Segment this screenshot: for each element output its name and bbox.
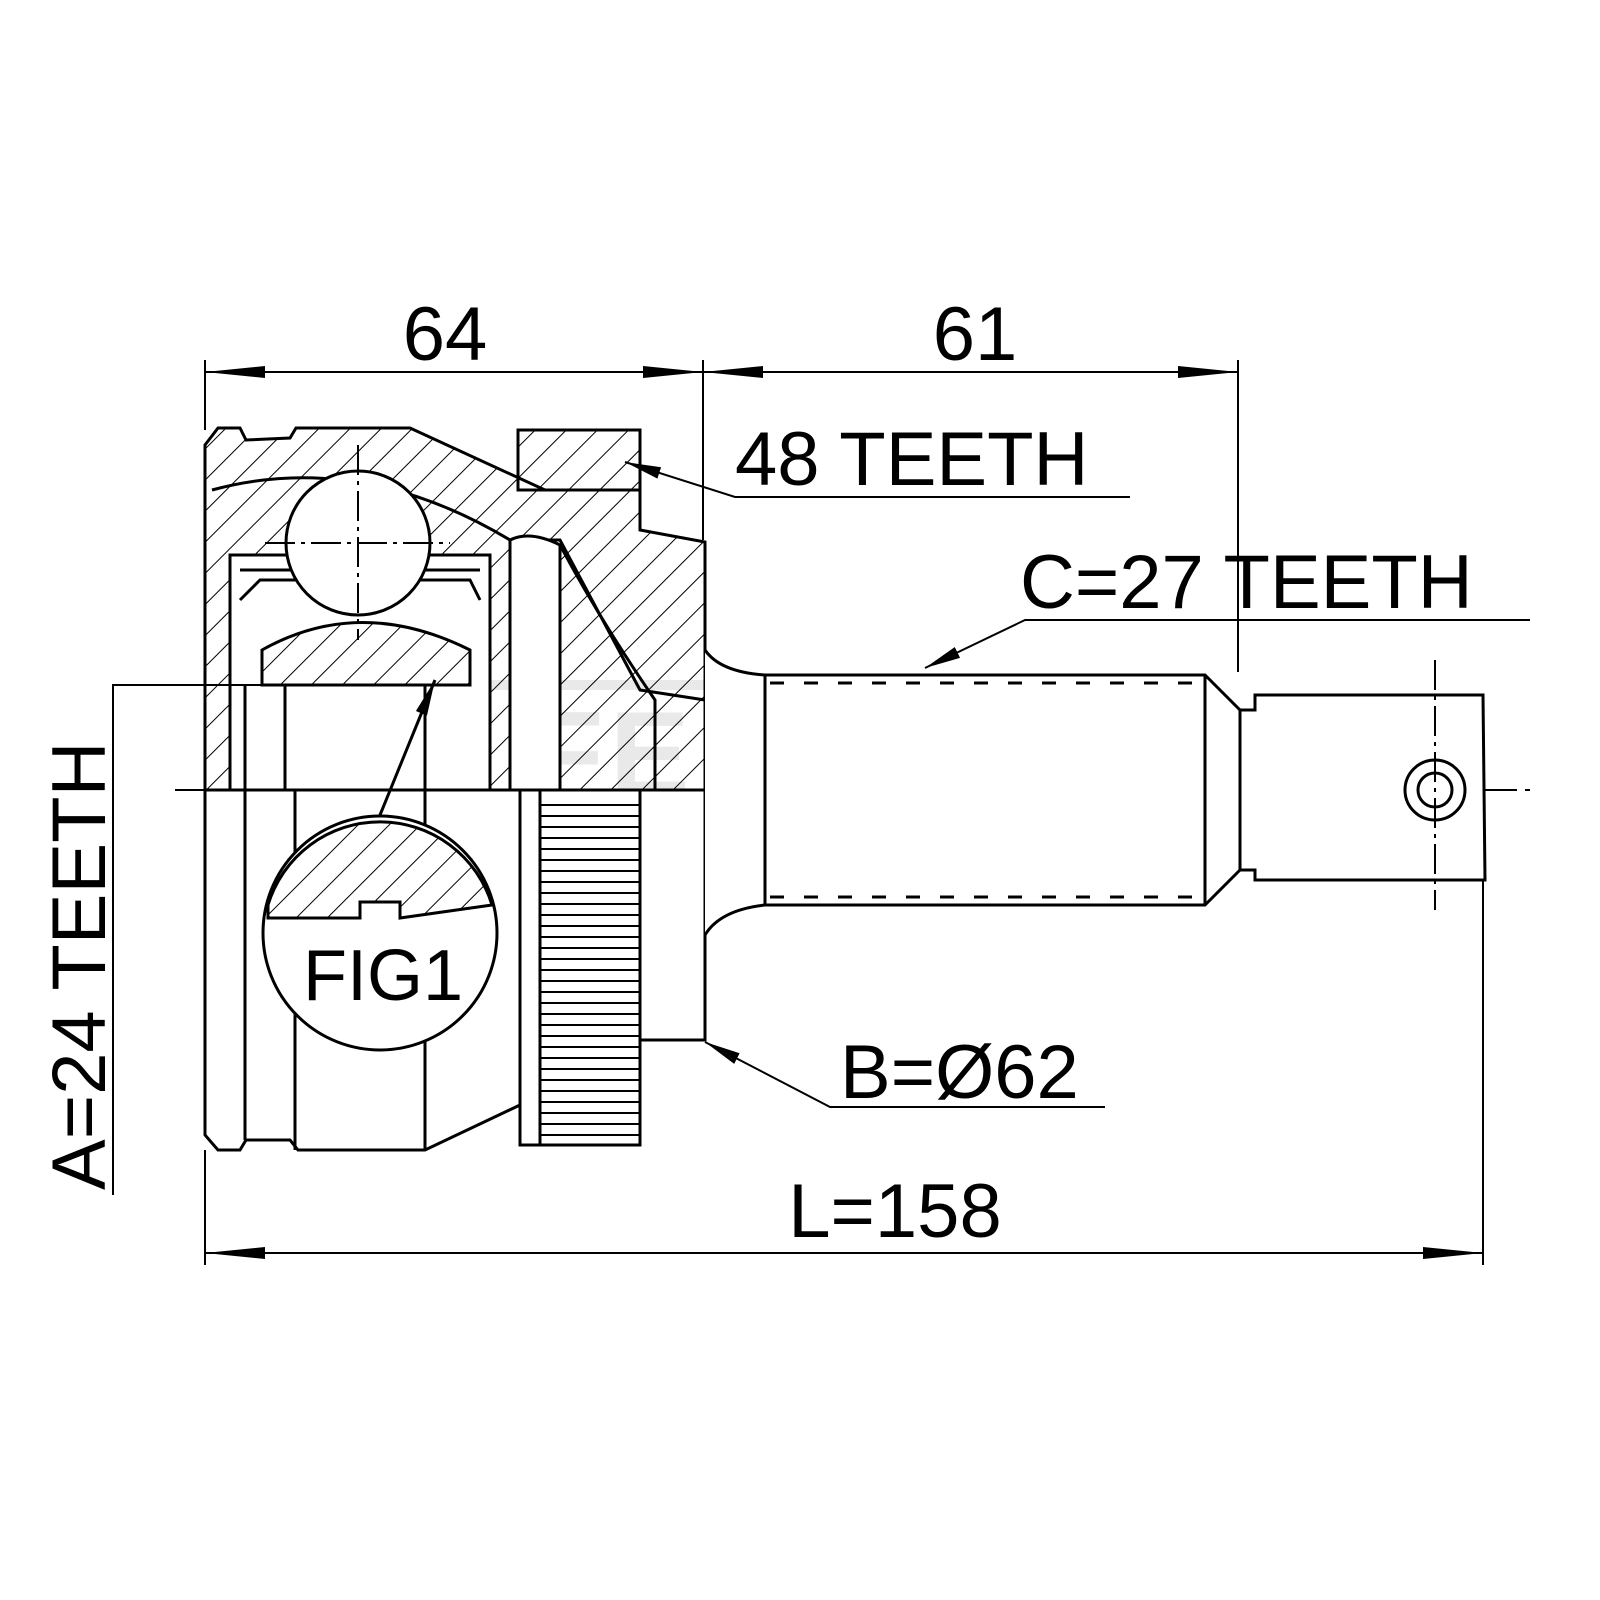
abs-ring xyxy=(516,428,642,1147)
dimension-lines xyxy=(112,360,1530,1265)
dimension-64: 64 xyxy=(403,292,488,377)
dimension-61: 61 xyxy=(933,292,1018,377)
abs-diameter-label: B=Ø62 xyxy=(840,1030,1079,1115)
inner-spline-label: A=24 TEETH xyxy=(37,742,122,1190)
overall-length-label: L=158 xyxy=(788,1169,1001,1254)
abs-teeth-label: 48 TEETH xyxy=(735,417,1088,502)
ball-bearing xyxy=(265,445,450,640)
fig1-detail: FIG1 xyxy=(261,679,499,1052)
stub-shaft xyxy=(703,649,1487,936)
fig1-label: FIG1 xyxy=(303,936,463,1016)
outer-spline-label: C=27 TEETH xyxy=(1020,540,1473,625)
